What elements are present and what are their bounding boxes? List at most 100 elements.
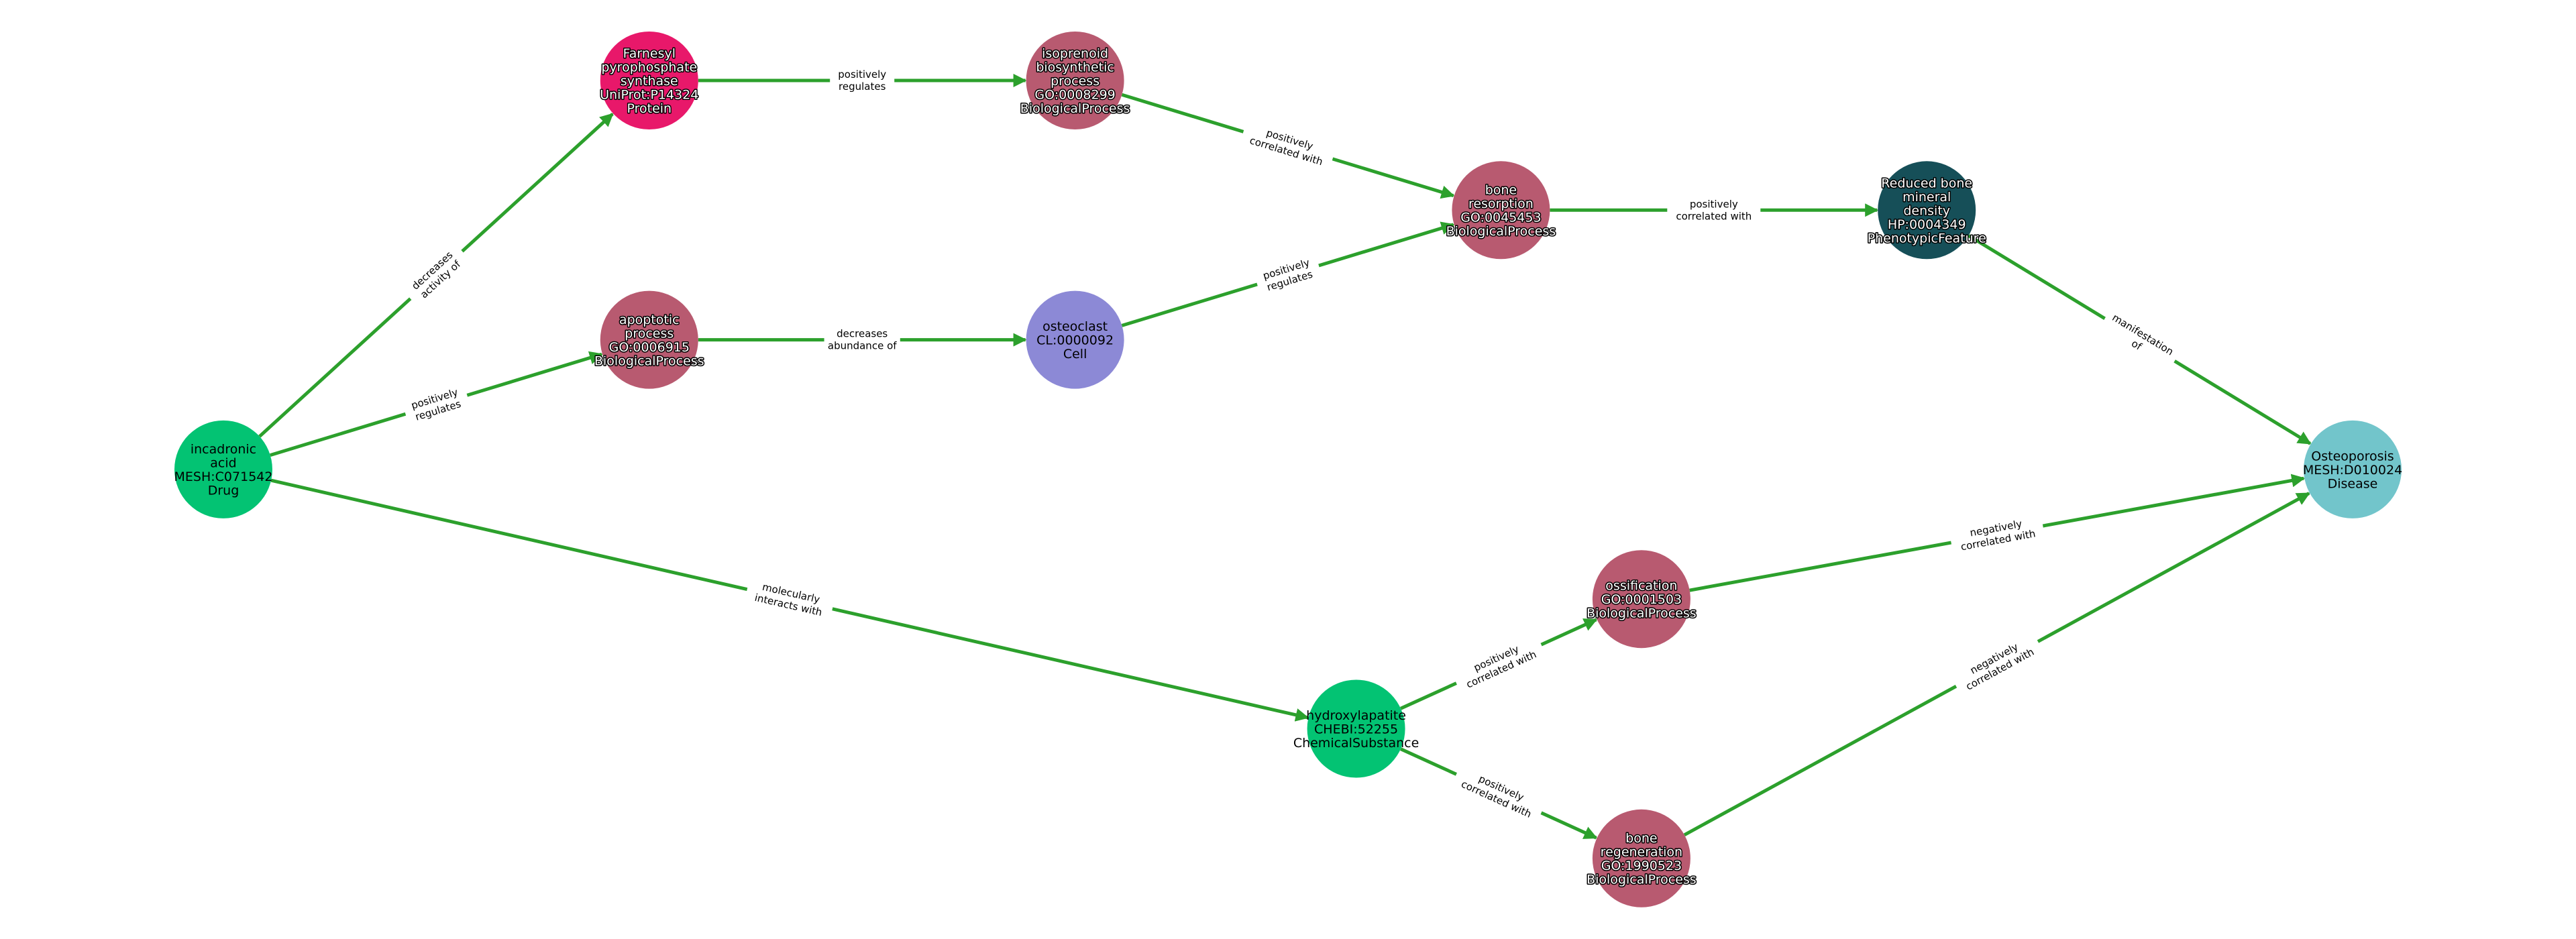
node-label-line: biosynthetic [1036,60,1114,75]
node-label-line: Protein [627,101,672,116]
node-label-line: GO:0006915 [609,340,690,355]
edge-label-bg [744,576,836,622]
node-label-line: Reduced bone [1881,176,1972,190]
edge-label-line: positively [1690,198,1738,210]
node-label-line: BiologicalProcess [1587,873,1697,887]
node-label-line: isoprenoid [1042,46,1108,61]
node-label-line: HP:0004349 [1888,217,1966,232]
node-label-line: acid [210,456,236,471]
node-label-line: CHEBI:52255 [1314,722,1398,737]
node-circle [600,32,698,129]
node-label-line: synthase [621,74,678,89]
node-resorption[interactable]: boneresorptionGO:0045453BiologicalProces… [1445,161,1557,260]
node-label-line: ChemicalSubstance [1293,736,1419,751]
edge-label-bg [1239,119,1337,172]
node-label-line: bone [1625,831,1657,846]
node-label-line: BiologicalProcess [594,353,704,368]
node-circle [174,420,272,518]
node-circle [1026,290,1124,389]
node-label-line: osteoclast [1042,319,1108,334]
node-label-line: CL:0000092 [1036,333,1114,348]
edge-label-bg [1450,762,1547,826]
node-isoprenoid[interactable]: isoprenoidbiosyntheticprocessGO:0008299B… [1019,32,1131,129]
edge-label-line: correlated with [1676,210,1752,222]
edge-label-line: positively [838,68,886,80]
edge-label-bg [401,241,472,309]
node-circle [600,290,698,389]
edge-label-line: decreases [837,328,888,340]
node-label-line: bone [1485,183,1517,198]
node-circle [1878,161,1976,260]
node-label-line: pyrophosphate [601,60,697,75]
node-circle [1592,809,1690,907]
node-label-line: Cell [1063,347,1087,362]
node-label-line: process [625,326,674,341]
node-label-line: BiologicalProcess [1020,101,1130,116]
node-label-line: MESH:C071542 [174,470,273,484]
node-label-line: GO:1990523 [1601,859,1682,873]
node-apoptotic[interactable]: apoptoticprocessGO:0006915BiologicalProc… [593,290,705,389]
edge-label-line: abundance of [828,340,897,352]
node-label-line: density [1903,203,1950,218]
edge-label-bg [1253,252,1323,298]
edge-label-bg [401,382,472,427]
edge-label-bg [1949,629,2045,698]
node-label-line: resorption [1468,197,1534,211]
node-circle [1026,32,1124,129]
node-label-line: ossification [1605,579,1677,594]
node-circle [1592,550,1690,649]
node-label-line: apoptotic [619,313,680,327]
node-label-line: Farnesyl [623,46,676,61]
node-label-line: BiologicalProcess [1446,224,1556,239]
node-label-line: MESH:D010024 [2303,463,2402,478]
node-reduced[interactable]: Reduced bonemineraldensityHP:0004349Phen… [1866,161,1987,260]
node-label-line: GO:0045453 [1460,211,1541,225]
edge-label-line: regulates [839,80,886,93]
edge-label-bg [1667,197,1761,224]
node-label-line: regeneration [1601,845,1682,860]
node-label-line: hydroxylapatite [1306,708,1406,723]
node-hydroxylapatite[interactable]: hydroxylapatiteCHEBI:52255ChemicalSubsta… [1293,679,1419,778]
node-label-line: Osteoporosis [2311,449,2394,463]
node-label-line: Drug [208,484,239,498]
node-circle [2304,420,2402,518]
node-label-line: UniProt:P14324 [600,88,698,103]
node-label-line: mineral [1902,190,1951,205]
node-circle [1307,679,1405,778]
node-regeneration[interactable]: boneregenerationGO:1990523BiologicalProc… [1586,809,1697,907]
node-label-line: BiologicalProcess [1587,606,1697,621]
node-farnesyl[interactable]: FarnesylpyrophosphatesynthaseUniProt:P14… [599,32,700,129]
node-label-line: PhenotypicFeature [1868,231,1986,245]
edge-label-bg [830,67,895,94]
edge-label-bg [824,326,900,353]
